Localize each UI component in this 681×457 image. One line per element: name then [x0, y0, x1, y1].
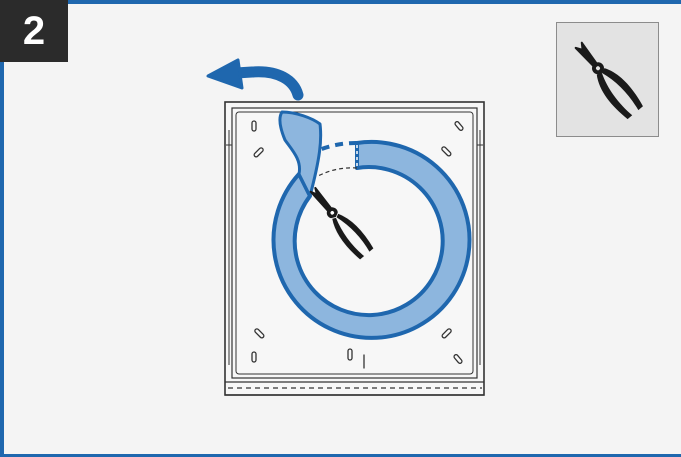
- pliers-icon: [574, 41, 643, 120]
- door-seal-ring: [271, 110, 472, 340]
- step-number-badge: 2: [0, 0, 68, 62]
- pliers-icon: [309, 186, 375, 261]
- required-tool-box: [556, 22, 659, 137]
- step-number: 2: [22, 8, 46, 53]
- curved-arrow-left-icon: [206, 58, 304, 101]
- door-clip-slots: [251, 120, 464, 369]
